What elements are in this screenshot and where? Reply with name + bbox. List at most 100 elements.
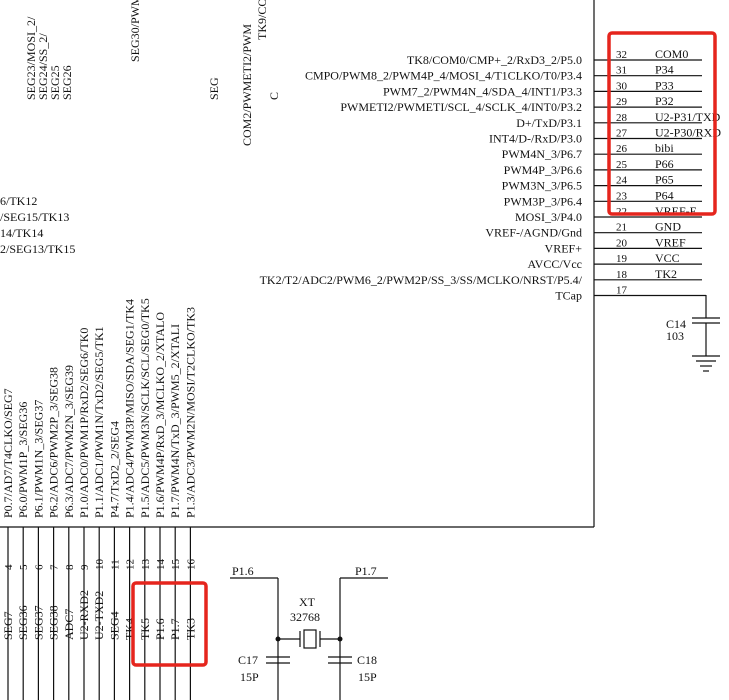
c17-ref: C17 bbox=[238, 653, 258, 667]
right-pin-number: 30 bbox=[616, 80, 628, 92]
bottom-pin-net: SEG7 bbox=[1, 611, 15, 640]
left-pin-function: 6/TK12 bbox=[0, 194, 37, 208]
c14-ref: C14 bbox=[666, 317, 686, 331]
right-pin-number: 32 bbox=[616, 49, 627, 61]
right-pin-net: P32 bbox=[655, 94, 674, 108]
c17-value: 15P bbox=[240, 670, 259, 684]
highlight-box-right-pins bbox=[607, 31, 717, 216]
bottom-pin-number: 12 bbox=[125, 559, 137, 570]
bottom-pin-net: P1.6 bbox=[153, 618, 167, 640]
bottom-pin-function: P1.3/ADC3/PWM2N/MOSI/T2CLKO/TK3 bbox=[183, 307, 197, 518]
bottom-pin-function: P6.0/PWM1P_3/SEG36 bbox=[16, 402, 30, 518]
right-pin-number: 20 bbox=[616, 237, 628, 249]
bottom-pin-number: 5 bbox=[18, 564, 30, 570]
right-pin-net: P33 bbox=[655, 78, 674, 92]
bottom-pin-function: P0.7/AD7/T4CLKO/SEG7 bbox=[1, 388, 15, 518]
right-pin-net: VCC bbox=[655, 251, 680, 265]
c18-value: 15P bbox=[358, 670, 377, 684]
right-pin-number: 29 bbox=[616, 96, 628, 108]
right-pin-number: 22 bbox=[616, 206, 627, 218]
ground-icon bbox=[692, 355, 720, 372]
right-pin-function: PWM4P_3/P6.6 bbox=[504, 163, 582, 177]
right-pin-net: VREF-E bbox=[655, 204, 697, 218]
right-pin-number: 28 bbox=[616, 112, 628, 124]
right-pin-number: 23 bbox=[616, 190, 628, 202]
left-pin-function: /SEG15/TK13 bbox=[0, 210, 69, 224]
c14-value: 103 bbox=[666, 329, 684, 343]
right-pin-number: 19 bbox=[616, 253, 628, 265]
right-pin-function: TCap bbox=[555, 289, 582, 303]
bottom-pin-number: 8 bbox=[64, 564, 76, 570]
bottom-pin-net: SEG36 bbox=[16, 605, 30, 640]
top-pin-function: TK9/CO bbox=[255, 0, 269, 40]
bottom-pin-function: P1.0/ADC0/PWM1P/RxD2/SEG6/TK0 bbox=[77, 328, 91, 518]
bottom-pin-net: ADC7 bbox=[62, 609, 76, 640]
right-pin-number: 17 bbox=[616, 285, 628, 297]
right-pin-function: PWM7_2/PWM4N_4/SDA_4/INT1/P3.3 bbox=[383, 84, 582, 98]
bottom-pin-function: P1.4/ADC4/PWM3P/MISO/SDA/SEG1/TK4 bbox=[123, 299, 137, 518]
bottom-pin-function: P6.2/ADC6/PWM2P_3/SEG38 bbox=[47, 367, 61, 518]
left-pin-function: 2/SEG13/TK15 bbox=[0, 242, 75, 256]
right-pin-number: 26 bbox=[616, 143, 628, 155]
right-pin-function: MOSI_3/P4.0 bbox=[515, 210, 582, 224]
bottom-pin-net: U2-RXD2 bbox=[77, 590, 91, 640]
bottom-pin-number: 4 bbox=[3, 564, 15, 570]
capacitor-c14: C14 103 bbox=[666, 295, 720, 356]
top-pin-function: SEG26 bbox=[60, 65, 74, 100]
bottom-pin-number: 16 bbox=[185, 559, 197, 571]
net-label-p17: P1.7 bbox=[355, 564, 377, 578]
right-pin-number: 31 bbox=[616, 65, 627, 77]
bottom-pin-function: P6.1/PWM1N_3/SEG37 bbox=[31, 400, 45, 518]
right-pin-net: TK2 bbox=[655, 267, 677, 281]
bottom-pin-number: 7 bbox=[49, 564, 61, 570]
bottom-pin-number: 14 bbox=[155, 559, 167, 571]
bottom-pin-function: P1.6/PWM4P/RxD_3/MCLKO_2/XTALO bbox=[153, 312, 167, 518]
bottom-pin-number: 9 bbox=[79, 564, 91, 570]
right-pin-function: PWM3N_3/P6.5 bbox=[502, 179, 582, 193]
right-pin-function: CMPO/PWM8_2/PWM4P_4/MOSI_4/T1CLKO/T0/P3.… bbox=[305, 69, 582, 83]
top-pin-function: SEG25 bbox=[48, 65, 62, 100]
right-pin-function: VREF-/AGND/Gnd bbox=[485, 226, 582, 240]
bottom-pin-net: SEG37 bbox=[31, 605, 45, 640]
bottom-pin-function: P6.3/ADC7/PWM2N_3/SEG39 bbox=[62, 365, 76, 518]
right-pin-net: U2-P31/TXD bbox=[655, 110, 721, 124]
right-pin-function: INT4/D-/RxD/P3.0 bbox=[489, 132, 582, 146]
right-pin-net: P34 bbox=[655, 63, 674, 77]
right-pin-net: VREF bbox=[655, 235, 686, 249]
crystal-ref: XT bbox=[299, 595, 316, 609]
crystal-value: 32768 bbox=[290, 610, 320, 624]
highlight-box-bottom-pins bbox=[131, 581, 208, 667]
right-pin-function: PWM3P_3/P6.4 bbox=[504, 194, 582, 208]
right-pin-number: 21 bbox=[616, 222, 627, 234]
bottom-pin-function: P4.7/TxD2_2/SEG4 bbox=[107, 421, 121, 518]
bottom-pin-net: U2-TXD2 bbox=[92, 591, 106, 640]
right-pin-function: AVCC/Vcc bbox=[528, 257, 582, 271]
right-pin-number: 24 bbox=[616, 175, 628, 187]
top-pin-function: SEG30/PWMET bbox=[128, 0, 142, 62]
right-pin-net: U2-P30/RXD bbox=[655, 126, 721, 140]
left-pin-function: 14/TK14 bbox=[0, 226, 43, 240]
right-pin-number: 18 bbox=[616, 269, 628, 281]
bottom-pin-net: SEG38 bbox=[47, 605, 61, 640]
bottom-pin-net: TK3 bbox=[183, 618, 197, 640]
top-pin-function: SEG23/MOSI_2/ bbox=[24, 16, 38, 100]
right-pin-function: VREF+ bbox=[545, 241, 583, 255]
bottom-pin-net: TK5 bbox=[138, 618, 152, 640]
right-pin-function: D+/TxD/P3.1 bbox=[516, 116, 582, 130]
right-pin-number: 25 bbox=[616, 159, 628, 171]
bottom-pin-net: P1.7 bbox=[168, 618, 182, 640]
right-pin-net: P64 bbox=[655, 188, 674, 202]
right-pin-function: PWMETI2/PWMETI/SCL_4/SCLK_4/INT0/P3.2 bbox=[340, 100, 582, 114]
bottom-pin-function: P1.1/ADC1/PWM1N/TxD2/SEG5/TK1 bbox=[92, 326, 106, 518]
right-pin-net: bibi bbox=[655, 141, 674, 155]
bottom-pin-net: SEG4 bbox=[107, 611, 121, 640]
net-label-p16: P1.6 bbox=[232, 564, 254, 578]
right-pin-function: TK8/COM0/CMP+_2/RxD3_2/P5.0 bbox=[407, 53, 582, 67]
crystal-circuit: P1.6 P1.7 XT 32768 C17 15P C18 15P bbox=[230, 564, 388, 700]
bottom-pin-number: 13 bbox=[140, 559, 152, 571]
right-pin-number: 27 bbox=[616, 128, 628, 140]
bottom-pin-number: 6 bbox=[33, 564, 45, 570]
bottom-pin-number: 10 bbox=[94, 559, 106, 571]
top-pin-function: COM2/PWMETI2/PWM bbox=[240, 24, 254, 146]
